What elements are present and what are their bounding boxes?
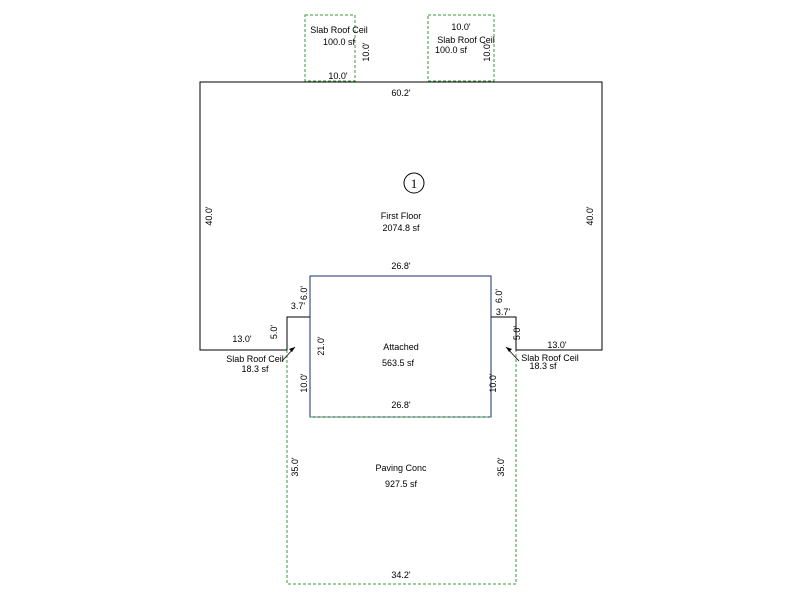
slab-roof-right-top-label: Slab Roof Ceil bbox=[437, 35, 495, 45]
slab-roof-left-top-label: Slab Roof Ceil bbox=[310, 25, 368, 35]
paving-label: Paving Conc bbox=[375, 463, 427, 473]
first-floor-label: First Floor bbox=[381, 211, 422, 221]
slab-roof-left-small-label: Slab Roof Ceil bbox=[226, 354, 284, 364]
slab-roof-right-top-dim-side: 10.0' bbox=[482, 42, 492, 62]
slab-roof-right-small-area: 18.3 sf bbox=[529, 361, 557, 371]
attached-label: Attached bbox=[383, 342, 419, 352]
first-floor-dim-notch-left: 5.0' bbox=[269, 325, 279, 340]
first-floor-dim-step-right-v: 6.0' bbox=[494, 289, 504, 304]
area-number: 1 bbox=[411, 176, 418, 191]
paving-outline bbox=[286, 350, 517, 585]
first-floor-dim-step-left-h: 3.7' bbox=[291, 301, 306, 311]
first-floor-dim-step-left-v: 6.0' bbox=[299, 286, 309, 301]
slab-roof-left-small-outline bbox=[287, 316, 311, 350]
attached-dim-side: 21.0' bbox=[316, 336, 326, 356]
slab-roof-right-top-outline bbox=[427, 14, 495, 82]
first-floor-dim-left: 40.0' bbox=[204, 206, 214, 226]
slab-roof-right-top-area: 100.0 sf bbox=[435, 45, 468, 55]
slab-roof-right-small-dim-side: 10.0' bbox=[488, 373, 498, 393]
first-floor-dim-top: 60.2' bbox=[391, 88, 411, 98]
slab-roof-left-top-dim-side: 10.0' bbox=[361, 42, 371, 62]
first-floor-dim-bottom-left: 13.0' bbox=[232, 334, 252, 344]
first-floor-dim-bottom-right: 13.0' bbox=[547, 340, 567, 350]
slab-right-small-arrowhead bbox=[506, 347, 512, 352]
first-floor-dim-notch-right: 5.0' bbox=[512, 326, 522, 341]
paving-dim-right: 35.0' bbox=[496, 457, 506, 477]
attached-area: 563.5 sf bbox=[382, 358, 415, 368]
paving-dim-bottom: 34.2' bbox=[391, 570, 411, 580]
attached-dim-bottom: 26.8' bbox=[391, 400, 411, 410]
first-floor-dim-step-right-h: 3.7' bbox=[496, 307, 511, 317]
attached-dim-top: 26.8' bbox=[391, 261, 411, 271]
first-floor-area: 2074.8 sf bbox=[382, 223, 420, 233]
slab-roof-left-small-area: 18.3 sf bbox=[241, 364, 269, 374]
slab-roof-right-top-dim-top: 10.0' bbox=[451, 22, 471, 32]
paving-dim-left: 35.0' bbox=[290, 457, 300, 477]
area-number-circle bbox=[403, 172, 425, 194]
first-floor-dim-right: 40.0' bbox=[585, 206, 595, 226]
slab-left-small-arrowhead bbox=[289, 347, 295, 352]
slab-roof-left-top-area: 100.0 sf bbox=[323, 37, 356, 47]
slab-roof-right-small-label: Slab Roof Ceil bbox=[521, 353, 579, 363]
slab-roof-left-small-dim-side: 10.0' bbox=[299, 373, 309, 393]
slab-roof-left-top-outline bbox=[304, 14, 356, 82]
slab-roof-left-top-dim-bottom: 10.0' bbox=[328, 71, 348, 81]
paving-area: 927.5 sf bbox=[385, 479, 418, 489]
